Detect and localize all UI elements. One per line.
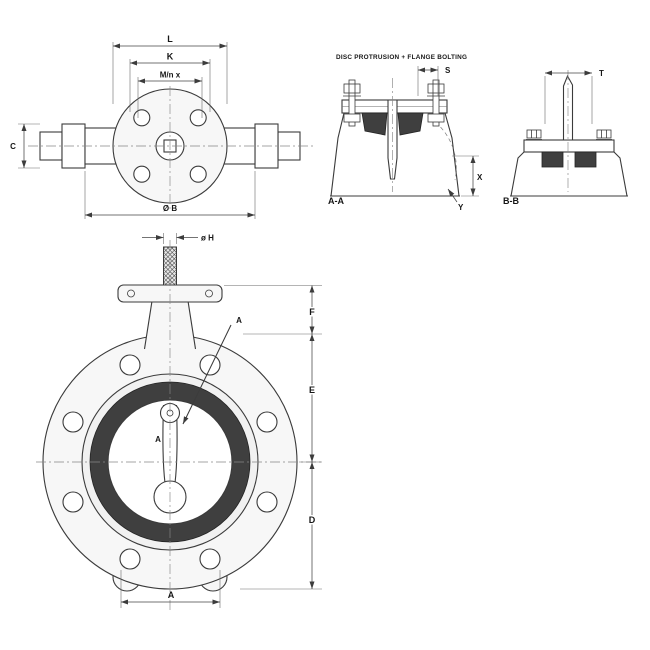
bolt-hole bbox=[133, 109, 151, 127]
dim-F-label: F bbox=[309, 307, 315, 317]
dim-H-label: ø H bbox=[201, 234, 214, 243]
seat-section-right bbox=[397, 112, 424, 136]
bolt-hole bbox=[199, 354, 221, 376]
bolt-hole bbox=[119, 548, 141, 570]
section-bb-label: B-B bbox=[503, 196, 519, 206]
bolt-hole bbox=[189, 109, 207, 127]
bolt-hole bbox=[62, 411, 84, 433]
top-view: L K M/n x C Ø B bbox=[10, 34, 314, 219]
dim-T-label: T bbox=[599, 69, 604, 78]
dim-L-label: L bbox=[167, 34, 173, 44]
bolt-hole bbox=[133, 165, 151, 183]
section-aa-label: A-A bbox=[328, 196, 344, 206]
mounting-hole bbox=[127, 289, 135, 298]
section-aa-heading: DISC PROTRUSION + FLANGE BOLTING bbox=[336, 54, 467, 61]
dim-Y-label: Y bbox=[458, 203, 464, 212]
seat-section-left bbox=[541, 151, 564, 168]
section-aa: DISC PROTRUSION + FLANGE BOLTING bbox=[328, 54, 483, 212]
dim-D-label: D bbox=[309, 515, 316, 525]
section-cut-line bbox=[182, 324, 232, 425]
mounting-hole bbox=[205, 289, 213, 298]
wafer-flange bbox=[523, 139, 615, 153]
bolt-hole bbox=[256, 491, 278, 513]
neck bbox=[143, 300, 197, 350]
dim-B-label: Ø B bbox=[163, 204, 177, 213]
flange-bolt bbox=[526, 129, 542, 140]
flange-bolt bbox=[596, 129, 612, 140]
seat-section-right bbox=[574, 151, 597, 168]
bolt-hole bbox=[199, 548, 221, 570]
bolt-hole bbox=[256, 411, 278, 433]
seat-section-left bbox=[361, 112, 388, 136]
flange-bolt bbox=[427, 79, 445, 127]
dim-Mn-label: M/n x bbox=[160, 71, 181, 80]
bolt-hole bbox=[189, 165, 207, 183]
front-view: A A ø H F E D A bbox=[36, 233, 322, 612]
cut-letter-top: A bbox=[236, 316, 242, 325]
dim-C-label: C bbox=[10, 142, 16, 151]
dim-S-label: S bbox=[445, 66, 451, 75]
flange-bolt bbox=[343, 79, 361, 127]
disc-swing-arc bbox=[429, 117, 457, 181]
bolt-hole bbox=[119, 354, 141, 376]
dim-X-label: X bbox=[477, 173, 483, 182]
section-bb: T B-B bbox=[503, 69, 628, 206]
bolt-hole bbox=[62, 491, 84, 513]
dim-K-label: K bbox=[167, 52, 174, 62]
dim-E-label: E bbox=[309, 385, 315, 395]
cut-letter-bottom: A bbox=[155, 435, 161, 444]
dim-A-label: A bbox=[168, 590, 175, 600]
